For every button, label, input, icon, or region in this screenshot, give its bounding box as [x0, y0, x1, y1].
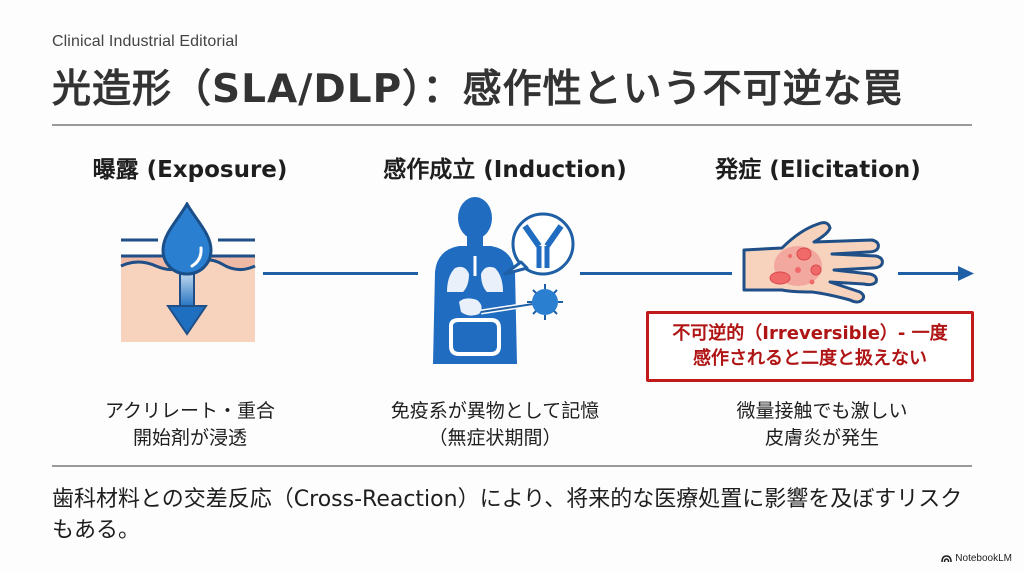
eyebrow-label: Clinical Industrial Editorial — [52, 33, 239, 50]
arrow-head-icon — [958, 266, 974, 281]
page-title: 光造形（SLA/DLP）：感作性という不可逆な罠 — [52, 67, 903, 112]
desc-line: アクリレート・重合 — [104, 400, 276, 422]
stage-heading-exposure: 曝露 (Exposure) — [92, 157, 288, 183]
human-body-antibody-icon — [425, 196, 585, 364]
brand-badge: NotebookLM — [941, 553, 1012, 564]
stage-desc-induction: 免疫系が異物として記憶 （無症状期間） — [391, 398, 599, 452]
warning-line-2: 感作されると二度と扱えない — [693, 348, 927, 369]
droplet-penetrating-skin-icon — [118, 200, 268, 342]
desc-line: 開始剤が浸透 — [132, 427, 247, 449]
notebooklm-logo-icon — [941, 555, 953, 563]
desc-line: 微量接触でも激しい — [736, 400, 908, 422]
footer-note: 歯科材料との交差反応（Cross-Reaction）により、将来的な医療処置に影… — [52, 487, 963, 543]
desc-line: （無症状期間） — [428, 427, 562, 449]
stage-desc-exposure: アクリレート・重合 開始剤が浸透 — [105, 398, 275, 452]
brand-label: NotebookLM — [955, 553, 1012, 564]
bottom-divider — [52, 465, 972, 467]
desc-line: 皮膚炎が発生 — [764, 427, 880, 449]
top-divider — [52, 124, 972, 126]
stage-heading-elicitation: 発症 (Elicitation) — [715, 157, 921, 183]
stage-desc-elicitation: 微量接触でも激しい 皮膚炎が発生 — [736, 398, 907, 452]
flow-connector-3 — [898, 272, 962, 275]
stage-heading-induction: 感作成立 (Induction) — [383, 157, 627, 183]
warning-line-1: 不可逆的（Irreversible）- 一度 — [672, 323, 948, 344]
irreversible-warning-box: 不可逆的（Irreversible）- 一度 感作されると二度と扱えない — [646, 311, 974, 382]
hand-dermatitis-icon — [742, 208, 892, 308]
desc-line: 免疫系が異物として記憶 — [390, 400, 600, 422]
flow-connector-2 — [580, 272, 732, 275]
flow-connector-1 — [263, 272, 418, 275]
